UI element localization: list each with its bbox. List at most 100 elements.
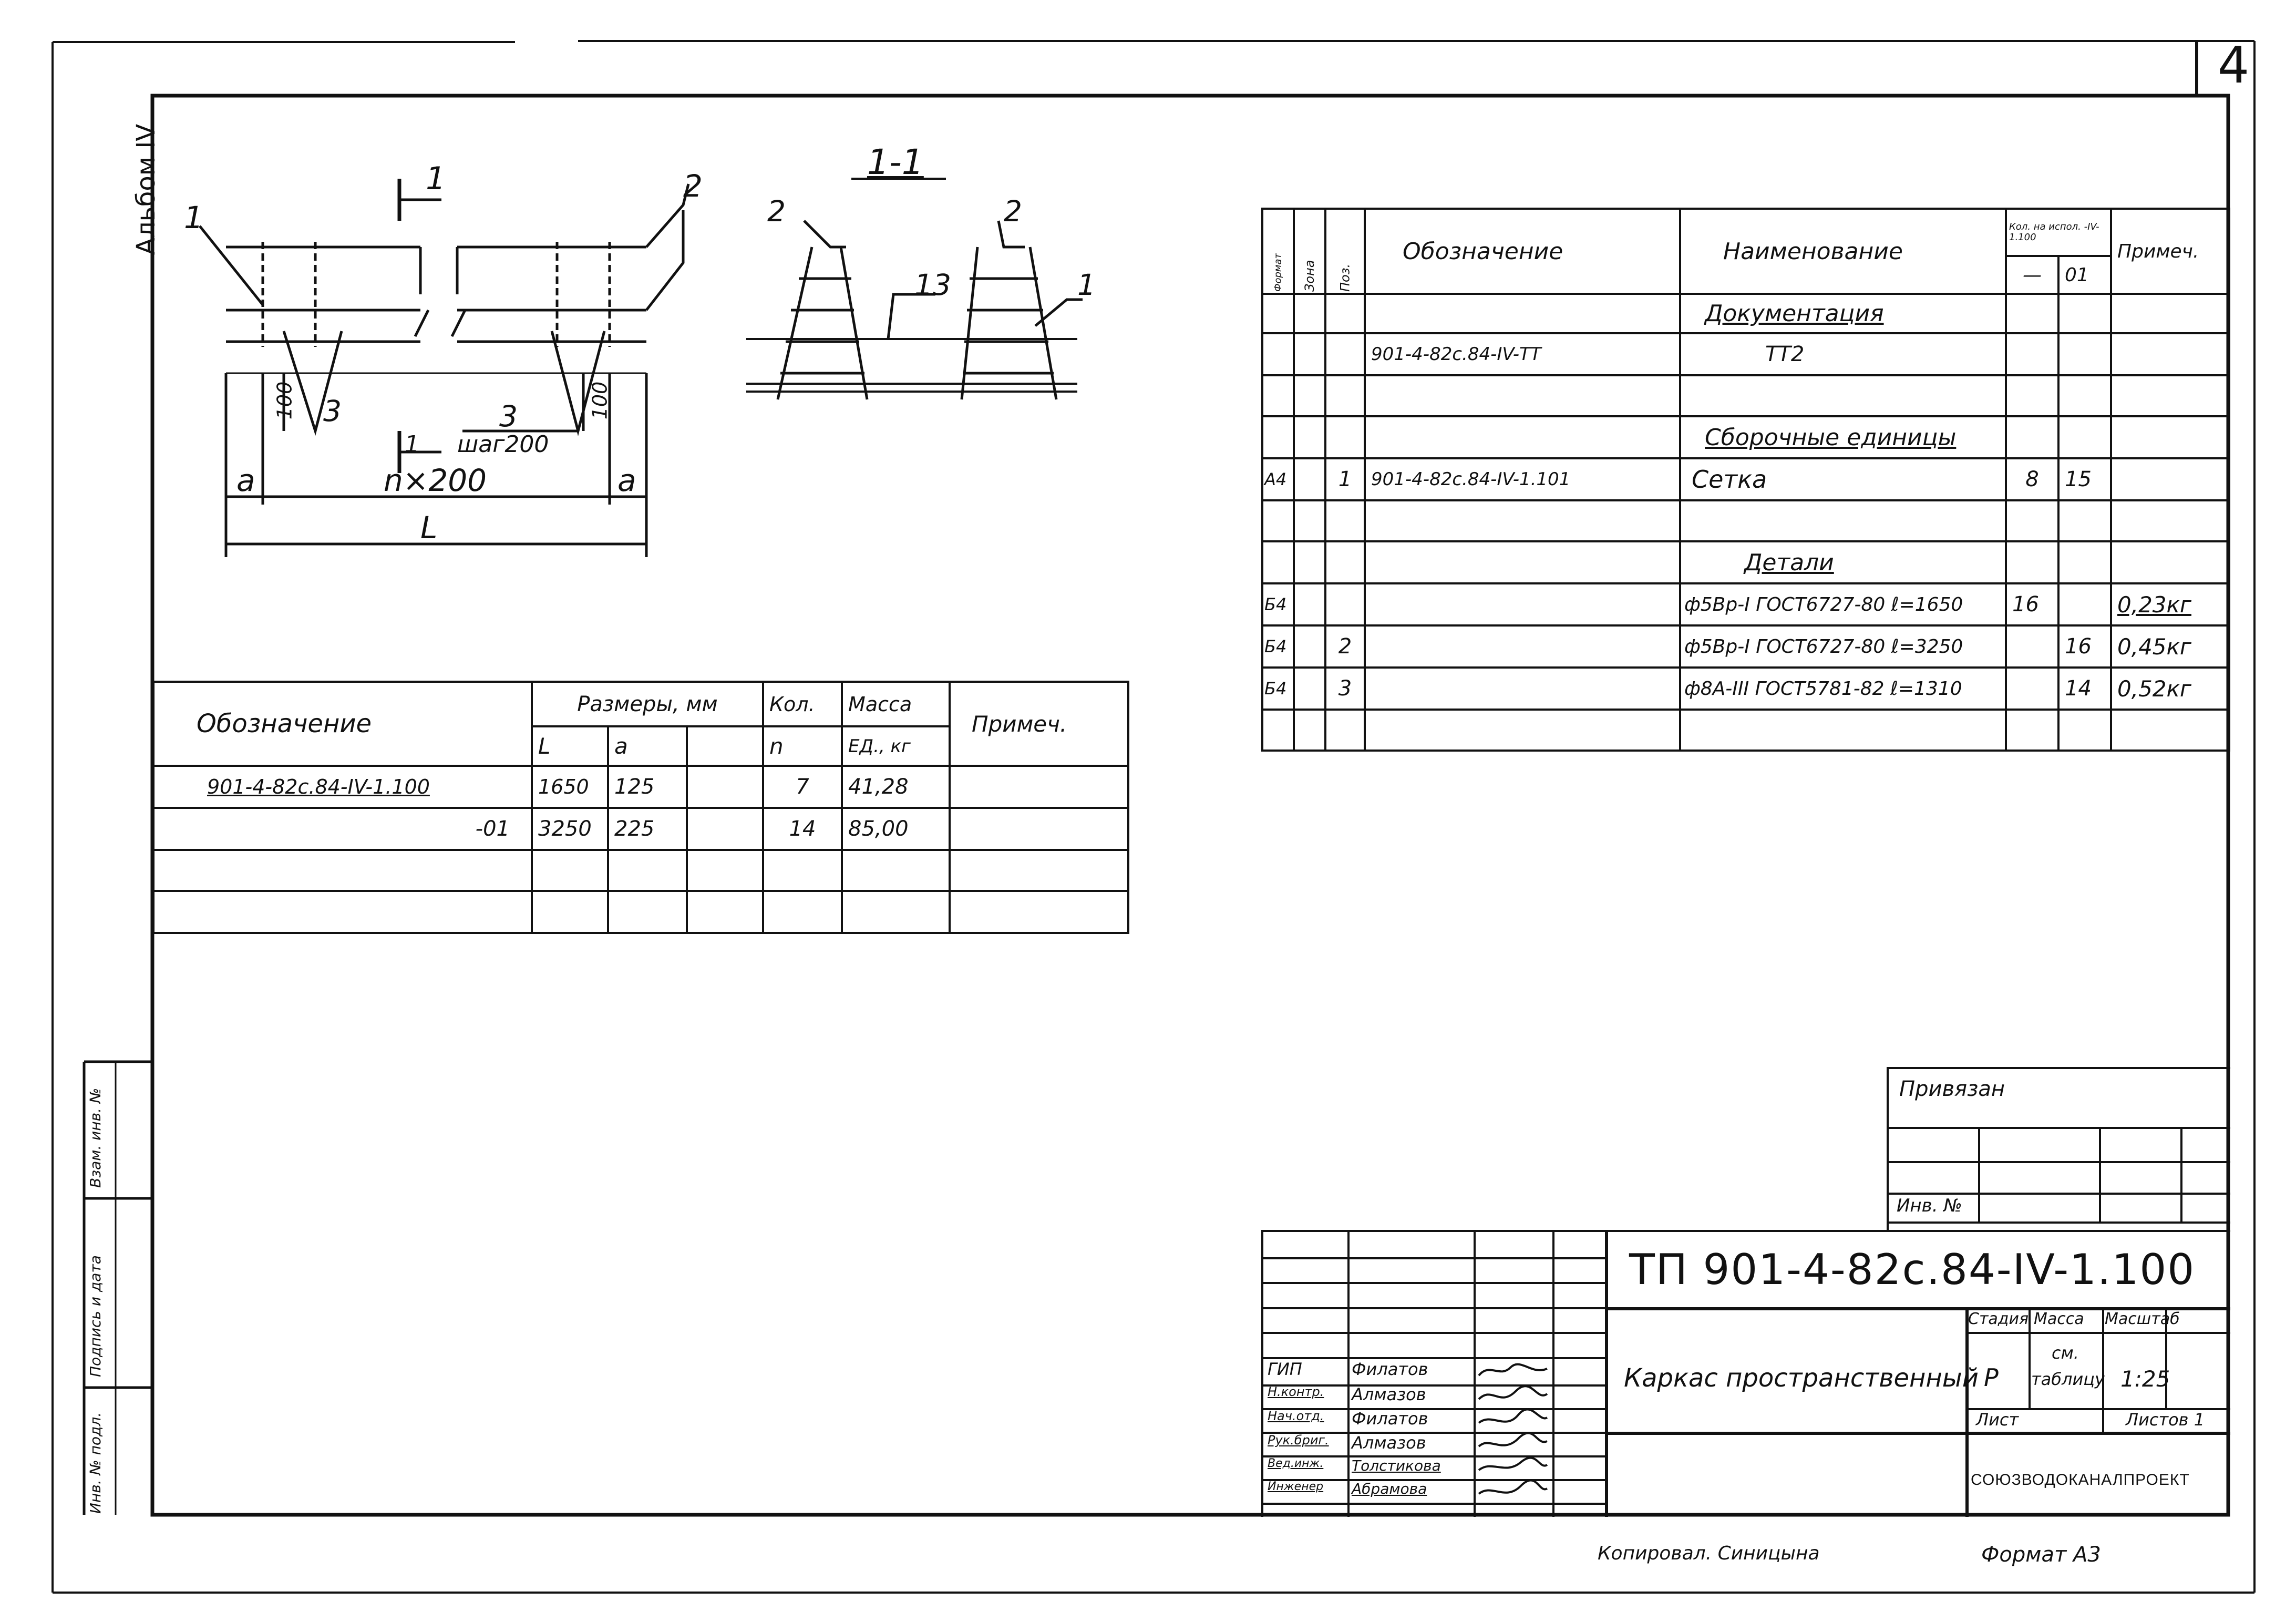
- spec-section-heading-docs: Документация: [1705, 300, 1884, 327]
- label-dim-nx200: n×200: [384, 463, 487, 498]
- size-cell-designation: 901-4-82с.84-IV-1.100: [152, 765, 533, 809]
- size-table: Обозначение Размеры, мм Кол. Масса Приме…: [152, 681, 1130, 934]
- label-dim-a-left: а: [236, 463, 255, 498]
- label-dim-a-right: а: [617, 463, 636, 498]
- label-pos-2-section-right: 2: [1004, 194, 1022, 228]
- spec-cell-designation: 901-4-82с.84-IV-1.101: [1364, 457, 1681, 501]
- spec-cell-note: 0,52кг: [2110, 666, 2231, 711]
- spec-cell-q2: 14: [2057, 666, 2113, 711]
- binding-title: Привязан: [1899, 1077, 2005, 1101]
- spec-cell-q1: [2005, 540, 2060, 584]
- spec-row: 901-4-82с.84-IV-ТТ ТТ2: [1261, 332, 2231, 376]
- sheet-number: 4: [2217, 37, 2250, 95]
- spec-row: [1261, 374, 2231, 417]
- spec-cell-name: [1679, 709, 2007, 752]
- mass-value: см. таблицу: [2031, 1343, 2105, 1389]
- document-title: Каркас пространственный: [1624, 1363, 1979, 1393]
- spec-cell-q2: [2057, 499, 2113, 542]
- size-row: 901-4-82с.84-IV-1.100 1650 125 7 41,28: [152, 765, 1130, 809]
- spec-cell-note: [2110, 332, 2231, 376]
- spec-header-pos: Поз.: [1325, 209, 1365, 294]
- spec-cell-note: [2110, 374, 2231, 417]
- spec-cell-name: [1679, 499, 2007, 542]
- footer-format: Формат А3: [1981, 1543, 2101, 1567]
- size-cell-a: [607, 849, 688, 892]
- spec-cell-pos: [1324, 709, 1366, 752]
- mass-label: Масса: [2034, 1310, 2084, 1328]
- spec-cell-name: ф5Вр-I ГОСТ6727-80 ℓ=1650: [1679, 582, 2007, 627]
- size-row: -01 3250 225 14 85,00: [152, 807, 1130, 851]
- spec-cell-q2: [2057, 332, 2113, 376]
- spec-cell-q2: [2057, 709, 2113, 752]
- spec-cell-q2: [2057, 293, 2113, 334]
- spec-cell-q1: [2005, 624, 2060, 669]
- spec-cell-q2: [2057, 374, 2113, 417]
- approver-role: Инженер: [1268, 1480, 1324, 1493]
- spec-cell-pos: 1: [1324, 457, 1366, 501]
- size-cell-mass: 85,00: [841, 807, 951, 851]
- size-cell-n: 14: [762, 807, 843, 851]
- spec-cell-q2: 16: [2057, 624, 2113, 669]
- label-pos-1-section-right: 1: [1077, 268, 1096, 302]
- spec-cell-note: [2110, 293, 2231, 334]
- spec-cell-format: [1261, 374, 1295, 417]
- size-cell-mass: 41,28: [841, 765, 951, 809]
- organization: СОЮЗВОДОКАНАЛПРОЕКТ: [1971, 1471, 2190, 1488]
- spec-cell-format: А4: [1261, 457, 1295, 501]
- size-cell-empty: [685, 765, 765, 809]
- side-stamp-replaced: Взам. инв. №: [87, 1087, 104, 1188]
- approver-role: Нач.отд.: [1268, 1409, 1324, 1423]
- spec-cell-q1: 16: [2005, 582, 2060, 627]
- spec-cell-q1: [2005, 499, 2060, 542]
- spec-row: Сборочные единицы: [1261, 415, 2231, 459]
- spec-header-qty-col1: —: [2005, 255, 2060, 295]
- spec-cell-q1: [2005, 293, 2060, 334]
- spec-cell-q2: [2057, 582, 2113, 627]
- size-header-designation: Обозначение: [152, 681, 533, 767]
- spec-cell-name: ф8А-III ГОСТ5781-82 ℓ=1310: [1679, 666, 2007, 711]
- spec-cell-pos: [1324, 540, 1366, 584]
- album-label: Альбом IV: [131, 124, 161, 255]
- size-cell-empty: [685, 890, 765, 934]
- approver-role: Рук.бриг.: [1268, 1433, 1329, 1448]
- size-cell-L: 1650: [531, 765, 609, 809]
- approver-name: Филатов: [1352, 1359, 1428, 1379]
- spec-cell-note: [2110, 709, 2231, 752]
- size-cell-empty: [685, 849, 765, 892]
- size-header-L: L: [531, 725, 609, 767]
- side-stamp-inv-orig: Инв. № подл.: [87, 1412, 104, 1514]
- approver-name: Абрамова: [1352, 1480, 1427, 1497]
- spec-header-format: Формат: [1262, 209, 1294, 294]
- spec-header-note: Примеч.: [2110, 208, 2231, 295]
- size-cell-designation: -01: [152, 807, 533, 851]
- binding-box: Привязан Инв. №: [1887, 1067, 2230, 1232]
- size-row: [152, 890, 1130, 934]
- spec-header-name: Наименование: [1679, 208, 2007, 295]
- spec-cell-zone: [1293, 415, 1326, 459]
- side-stamp-sign-date: Подпись и дата: [87, 1255, 104, 1377]
- spec-cell-pos: 3: [1324, 666, 1366, 711]
- size-cell-mass: [841, 849, 951, 892]
- spec-row: Документация: [1261, 293, 2231, 334]
- spec-cell-name: Документация: [1679, 293, 2007, 334]
- spec-cell-pos: [1324, 582, 1366, 627]
- spec-cell-designation: [1364, 293, 1681, 334]
- spec-cell-designation: [1364, 499, 1681, 542]
- spec-cell-note: [2110, 415, 2231, 459]
- scale-value: 1:25: [2120, 1366, 2170, 1392]
- size-cell-mass: [841, 890, 951, 934]
- label-section-mark-top: 1: [426, 160, 446, 197]
- spec-cell-note: 0,45кг: [2110, 624, 2231, 669]
- label-pos-2-section-left: 2: [767, 194, 786, 228]
- label-pos-3-left: 3: [323, 394, 342, 428]
- label-pos-1-section: 1: [914, 268, 933, 302]
- spec-cell-zone: [1293, 540, 1326, 584]
- size-cell-L: [531, 849, 609, 892]
- spec-cell-q1: 8: [2005, 457, 2060, 501]
- size-header-empty: [685, 725, 765, 767]
- size-header-qty: Кол.: [762, 681, 843, 727]
- approver-role: Вед.инж.: [1268, 1457, 1324, 1470]
- approver-name: Алмазов: [1352, 1433, 1426, 1453]
